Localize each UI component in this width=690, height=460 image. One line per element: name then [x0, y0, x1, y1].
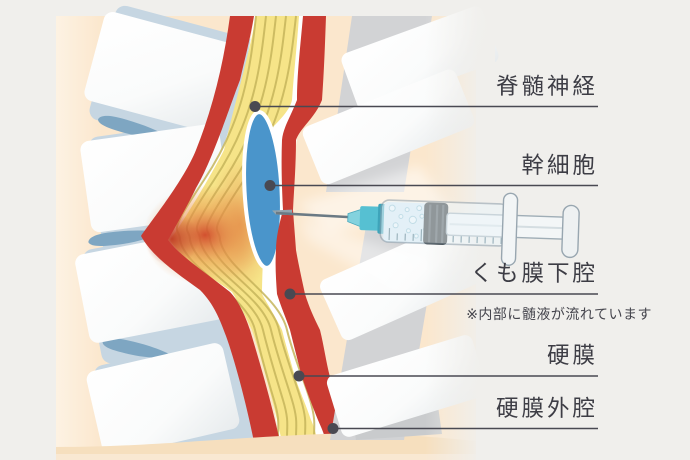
floor-lower-strip	[56, 454, 476, 460]
vertebral-column	[75, 5, 262, 460]
disc-nucleus	[102, 338, 174, 358]
label-stem-cell: 幹細胞	[521, 153, 598, 179]
spinal-canal	[141, 15, 356, 442]
leader-dot-spinal-nerve	[249, 101, 261, 112]
labels: 脊髄神経 幹細胞 くも膜下腔 ※内部に髄液が流れています 硬膜 硬膜外腔	[466, 74, 652, 422]
needle-hub	[359, 206, 381, 231]
disc-nucleus	[88, 230, 160, 246]
thumb-rest	[561, 204, 580, 259]
dura-band-left	[141, 16, 280, 442]
vertebra-body	[84, 11, 236, 133]
vertebra-body	[86, 343, 240, 457]
syringe-barrel	[379, 199, 509, 247]
label-spinal-nerve: 脊髄神経	[496, 74, 598, 100]
label-csf-note: ※内部に髄液が流れています	[466, 307, 652, 323]
leader-dots	[249, 101, 339, 434]
label-dura-mater: 硬膜	[547, 343, 598, 369]
leader-lines	[255, 105, 598, 430]
leader-dot-epidural	[327, 423, 339, 434]
floor-band	[56, 433, 476, 460]
dura-band-right	[275, 16, 356, 442]
leader-dot-stem-cell	[264, 180, 276, 191]
floor	[56, 433, 476, 460]
needle	[275, 211, 352, 219]
label-epidural-space: 硬膜外腔	[496, 396, 598, 422]
label-subarachnoid-space: くも膜下腔	[470, 261, 598, 287]
leader-dot-dura	[293, 370, 305, 382]
stem-cell-mass	[242, 110, 284, 270]
leader-dot-subarachnoid	[284, 288, 296, 300]
finger-flange	[500, 192, 519, 266]
syringe	[272, 192, 580, 266]
